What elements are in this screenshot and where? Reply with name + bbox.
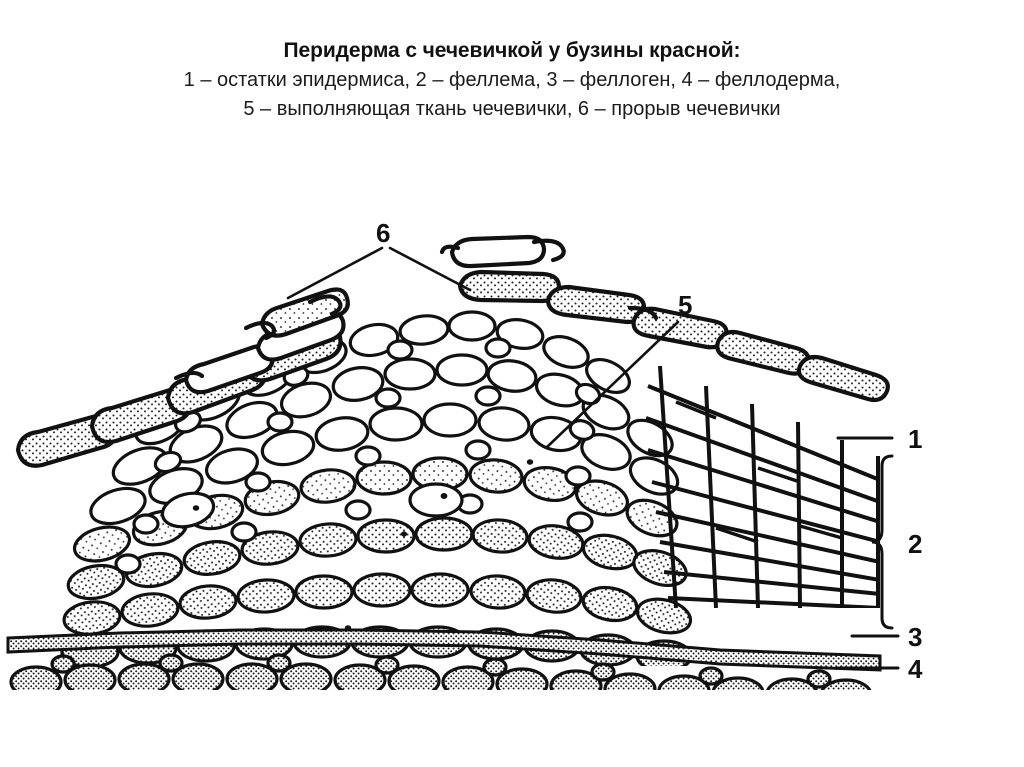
diagram-svg: 1 2 3 4 5 6	[6, 218, 923, 690]
epidermis-remnant-cells	[15, 234, 890, 468]
label-leaders	[286, 246, 900, 670]
label-3: 3	[908, 622, 922, 652]
phellem-brick-cells	[645, 365, 880, 608]
phellem-brace	[871, 454, 894, 630]
caption-legend-line-2: 5 – выполняющая ткань чечевички, 6 – про…	[243, 98, 781, 120]
label-1: 1	[908, 424, 922, 454]
caption-title: Перидерма с чечевичкой у бузины красной:	[283, 39, 741, 62]
cell-nuclei	[192, 459, 534, 631]
label-6: 6	[376, 218, 390, 248]
label-2: 2	[908, 529, 922, 559]
phellogen-phelloderm-layers	[6, 628, 882, 690]
figure-caption: Перидерма с чечевичкой у бузины красной:…	[0, 36, 1024, 124]
periderm-lenticel-diagram: 1 2 3 4 5 6	[0, 190, 1024, 690]
leader-line-6-left	[286, 246, 384, 300]
phellogen-band	[6, 628, 882, 672]
complementary-tissue-cells	[60, 310, 693, 666]
phelloderm-cells	[9, 653, 872, 690]
label-4: 4	[908, 654, 923, 684]
caption-legend-line-1: 1 – остатки эпидермиса, 2 – феллема, 3 –…	[183, 69, 841, 91]
label-numbers: 1 2 3 4 5 6	[376, 218, 923, 684]
label-5: 5	[678, 290, 692, 320]
leader-line-6-right	[388, 246, 472, 292]
leader-line-5	[544, 320, 680, 450]
